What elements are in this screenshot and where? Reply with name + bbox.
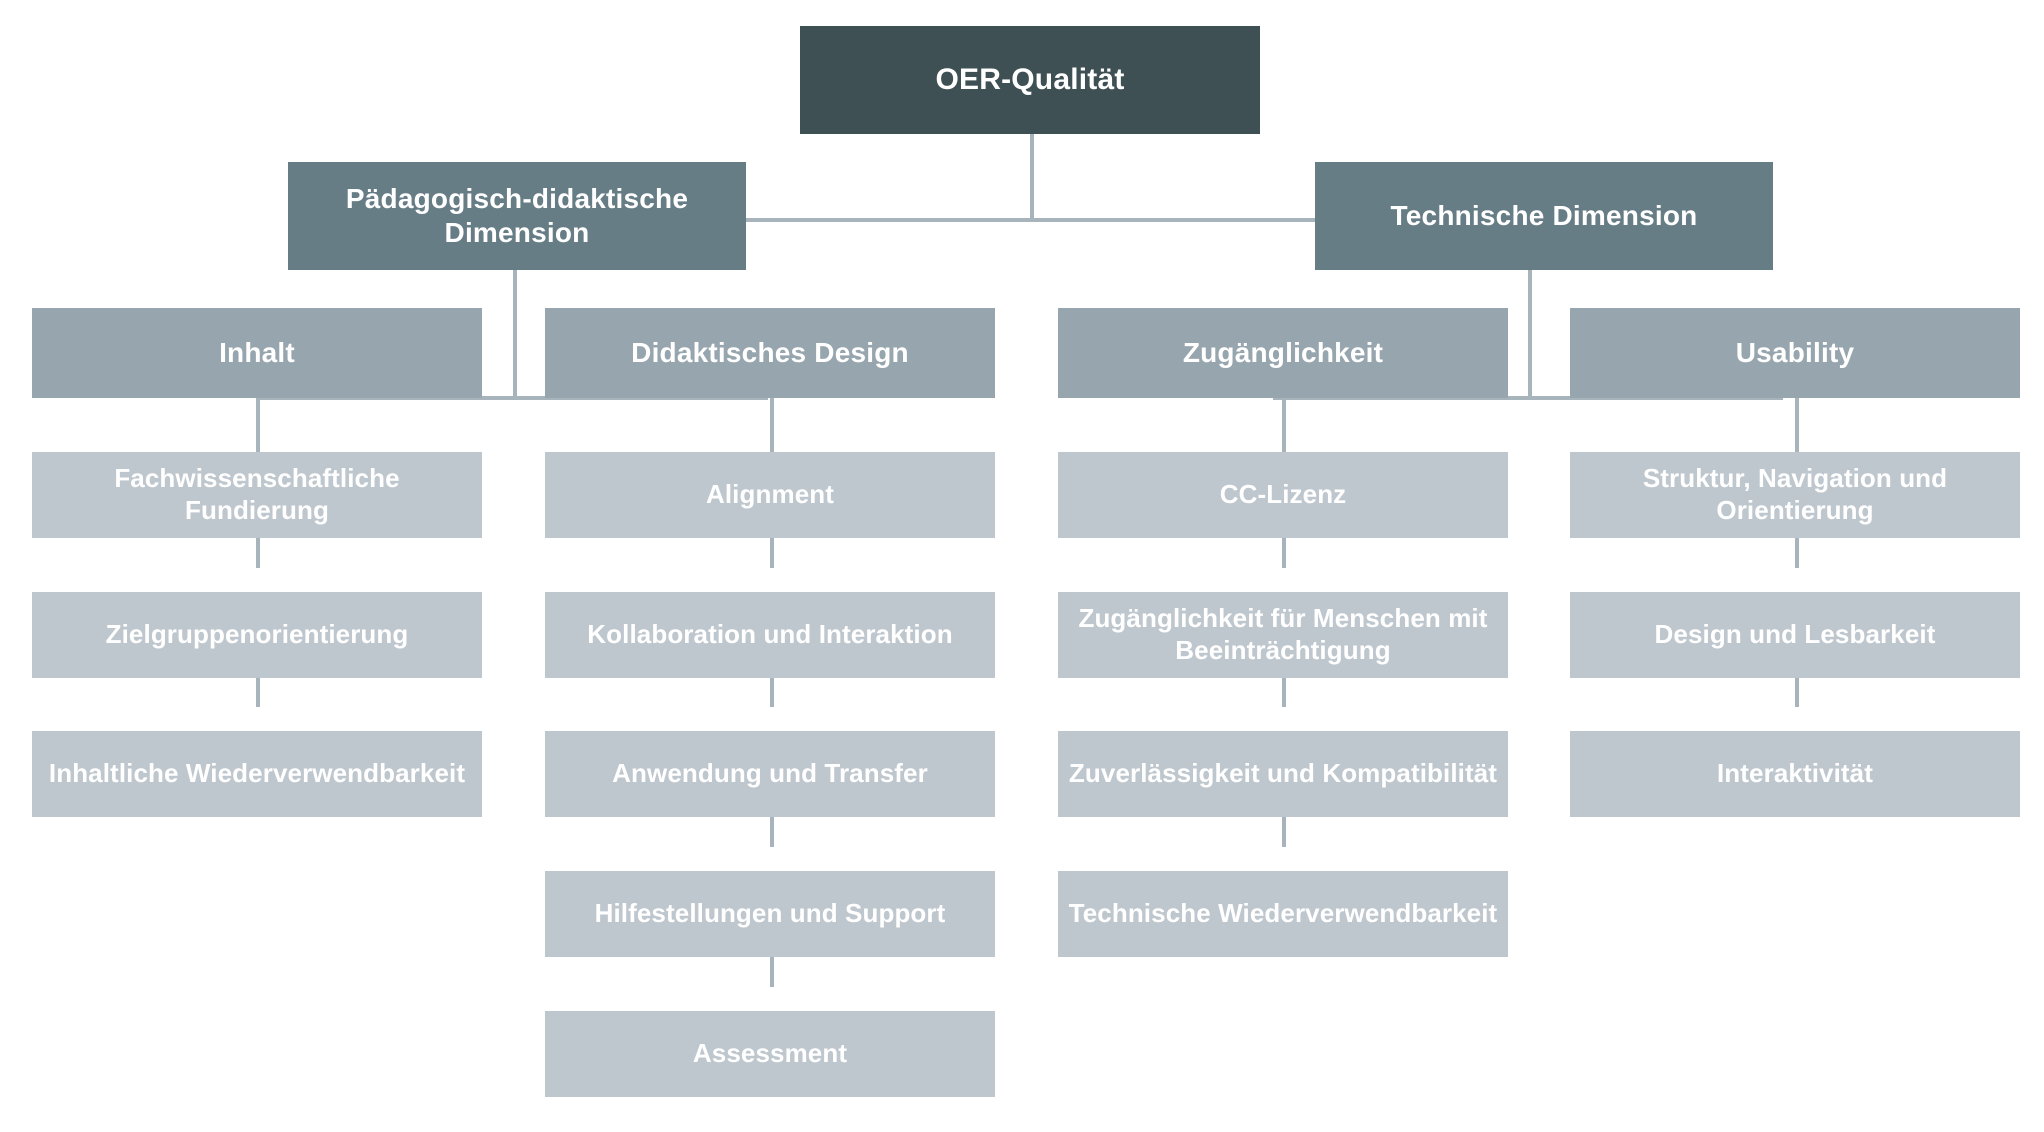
node-leaf-design-und-lesbarkeit[interactable]: Design und Lesbarkeit xyxy=(1570,592,2020,678)
connector-root-down xyxy=(1030,134,1034,220)
node-leaf-fachwissenschaftliche-fundierung[interactable]: Fachwissenschaftliche Fundierung xyxy=(32,452,482,538)
node-leaf-zielgruppenorientierung[interactable]: Zielgruppenorientierung xyxy=(32,592,482,678)
connector-col4-chain-3 xyxy=(1795,675,1799,707)
node-leaf-struktur-navigation-orientierung[interactable]: Struktur, Navigation und Orientierung xyxy=(1570,452,2020,538)
node-leaf-hilfestellungen-und-support[interactable]: Hilfestellungen und Support xyxy=(545,871,995,957)
connector-col4-chain-1 xyxy=(1795,396,1799,454)
connector-col2-chain-2 xyxy=(770,536,774,568)
connector-col2-chain-5 xyxy=(770,955,774,987)
node-dimension-technisch[interactable]: Technische Dimension xyxy=(1315,162,1773,270)
connector-col2-chain-4 xyxy=(770,815,774,847)
node-leaf-zugaenglichkeit-beeintraechtigung[interactable]: Zugänglichkeit für Menschen mit Beeinträ… xyxy=(1058,592,1508,678)
connector-left-categories-spine xyxy=(258,396,768,400)
connector-col1-chain-2 xyxy=(256,536,260,568)
node-leaf-zuverlaessigkeit-und-kompatibilitaet[interactable]: Zuverlässigkeit und Kompatibilität xyxy=(1058,731,1508,817)
connector-col1-chain-3 xyxy=(256,675,260,707)
node-category-didaktisches-design[interactable]: Didaktisches Design xyxy=(545,308,995,398)
node-leaf-kollaboration-und-interaktion[interactable]: Kollaboration und Interaktion xyxy=(545,592,995,678)
node-leaf-cc-lizenz[interactable]: CC-Lizenz xyxy=(1058,452,1508,538)
node-category-zugaenglichkeit[interactable]: Zugänglichkeit xyxy=(1058,308,1508,398)
node-leaf-alignment[interactable]: Alignment xyxy=(545,452,995,538)
connector-right-categories-spine xyxy=(1273,396,1783,400)
connector-col3-chain-4 xyxy=(1282,815,1286,847)
connector-col3-chain-1 xyxy=(1282,396,1286,454)
connector-right-dimension-down xyxy=(1528,270,1532,398)
connector-col3-chain-2 xyxy=(1282,536,1286,568)
node-leaf-inhaltliche-wiederverwendbarkeit[interactable]: Inhaltliche Wiederverwendbarkeit xyxy=(32,731,482,817)
connector-col2-chain-1 xyxy=(770,396,774,454)
node-dimension-paedagogisch-didaktisch[interactable]: Pädagogisch-didaktische Dimension xyxy=(288,162,746,270)
connector-dimensions-spine xyxy=(740,218,1320,222)
node-root-oer-qualitaet[interactable]: OER-Qualität xyxy=(800,26,1260,134)
node-leaf-anwendung-und-transfer[interactable]: Anwendung und Transfer xyxy=(545,731,995,817)
connector-col2-chain-3 xyxy=(770,675,774,707)
node-leaf-technische-wiederverwendbarkeit[interactable]: Technische Wiederverwendbarkeit xyxy=(1058,871,1508,957)
node-leaf-assessment[interactable]: Assessment xyxy=(545,1011,995,1097)
connector-left-dimension-down xyxy=(513,270,517,398)
connector-col3-chain-3 xyxy=(1282,675,1286,707)
connector-col1-chain-1 xyxy=(256,396,260,454)
connector-col4-chain-2 xyxy=(1795,536,1799,568)
node-leaf-interaktivitaet[interactable]: Interaktivität xyxy=(1570,731,2020,817)
node-category-usability[interactable]: Usability xyxy=(1570,308,2020,398)
node-category-inhalt[interactable]: Inhalt xyxy=(32,308,482,398)
